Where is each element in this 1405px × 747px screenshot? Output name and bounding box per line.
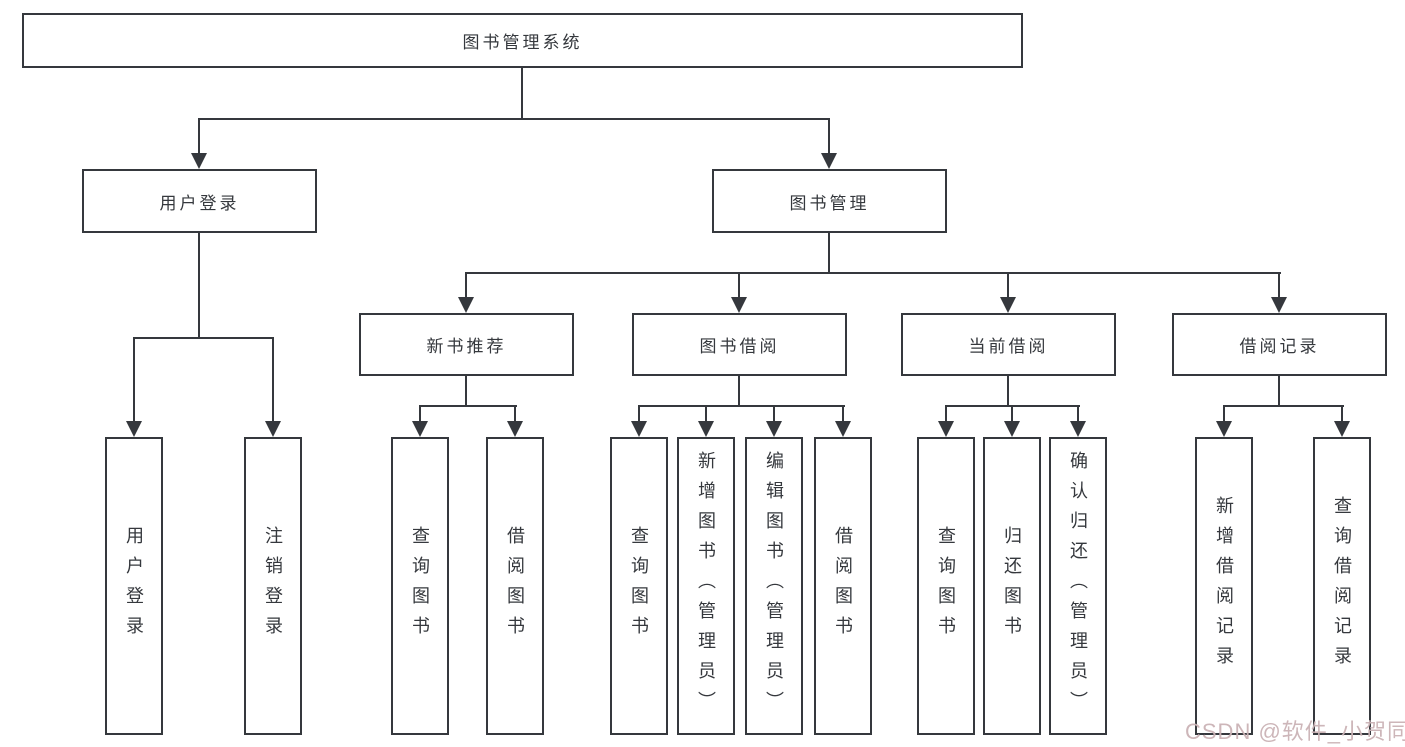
connector-group-stem (1278, 376, 1280, 407)
arrow-down-icon (412, 421, 428, 437)
connector-drop (1011, 405, 1013, 424)
leaf-current-return: 归还图书 (983, 437, 1041, 735)
node-borrow-records-label: 借阅记录 (1239, 337, 1320, 356)
connector-drop (1223, 405, 1225, 424)
connector-drop (198, 118, 200, 156)
connector-drop (705, 405, 707, 424)
leaf-user-login: 用户登录 (105, 437, 163, 735)
leaf-borrow-add-admin-label: 新增图书（管理员） (696, 451, 716, 721)
arrow-down-icon (458, 297, 474, 313)
node-new-book-recommend-label: 新书推荐 (426, 337, 507, 356)
leaf-newbook-borrow-label: 借阅图书 (505, 526, 525, 646)
leaf-borrow-query-label: 查询图书 (629, 526, 649, 646)
connector-drop (465, 272, 467, 300)
leaf-record-add: 新增借阅记录 (1195, 437, 1253, 735)
connector-group-bus (638, 405, 845, 407)
leaf-logout-label: 注销登录 (263, 526, 283, 646)
node-borrow-records: 借阅记录 (1172, 313, 1387, 376)
arrow-down-icon (265, 421, 281, 437)
leaf-record-query-label: 查询借阅记录 (1332, 496, 1352, 676)
arrow-down-icon (1334, 421, 1350, 437)
connector-group-stem (465, 376, 467, 407)
connector-drop (133, 337, 135, 424)
leaf-current-confirm-admin: 确认归还（管理员） (1049, 437, 1107, 735)
leaf-newbook-borrow: 借阅图书 (486, 437, 544, 735)
connector-l3-bus (465, 272, 1281, 274)
node-root: 图书管理系统 (22, 13, 1023, 68)
node-user-login: 用户登录 (82, 169, 317, 233)
connector-drop (272, 337, 274, 424)
node-current-borrow: 当前借阅 (901, 313, 1116, 376)
connector-root-stem (521, 66, 523, 120)
arrow-down-icon (126, 421, 142, 437)
arrow-down-icon (938, 421, 954, 437)
connector-drop (419, 405, 421, 424)
leaf-borrow-borrow: 借阅图书 (814, 437, 872, 735)
connector-group-stem (738, 376, 740, 407)
connector-drop (514, 405, 516, 424)
leaf-record-query: 查询借阅记录 (1313, 437, 1371, 735)
node-new-book-recommend: 新书推荐 (359, 313, 574, 376)
node-root-label: 图书管理系统 (462, 33, 583, 52)
arrow-down-icon (1070, 421, 1086, 437)
connector-drop (842, 405, 844, 424)
arrow-down-icon (731, 297, 747, 313)
node-book-borrow: 图书借阅 (632, 313, 847, 376)
connector-drop (638, 405, 640, 424)
leaf-newbook-query-label: 查询图书 (410, 526, 430, 646)
arrow-down-icon (191, 153, 207, 169)
arrow-down-icon (507, 421, 523, 437)
node-book-borrow-label: 图书借阅 (699, 337, 780, 356)
leaf-logout: 注销登录 (244, 437, 302, 735)
leaf-current-query-label: 查询图书 (936, 526, 956, 646)
connector-drop (1007, 272, 1009, 300)
connector-drop (738, 272, 740, 300)
leaf-borrow-query: 查询图书 (610, 437, 668, 735)
arrow-down-icon (1004, 421, 1020, 437)
leaf-record-add-label: 新增借阅记录 (1214, 496, 1234, 676)
node-user-login-label: 用户登录 (159, 193, 240, 213)
connector-group-bus (1223, 405, 1344, 407)
arrow-down-icon (821, 153, 837, 169)
leaf-current-return-label: 归还图书 (1002, 526, 1022, 646)
connector-l2-bus (198, 118, 830, 120)
arrow-down-icon (835, 421, 851, 437)
connector-drop (828, 118, 830, 156)
connector-drop (1077, 405, 1079, 424)
arrow-down-icon (1000, 297, 1016, 313)
arrow-down-icon (1271, 297, 1287, 313)
arrow-down-icon (766, 421, 782, 437)
arrow-down-icon (698, 421, 714, 437)
csdn-watermark: CSDN @软件_小贺同学 (1185, 719, 1405, 744)
connector-group-stem (1007, 376, 1009, 407)
connector-drop (945, 405, 947, 424)
node-current-borrow-label: 当前借阅 (968, 337, 1049, 356)
connector-bookmgmt-stem (828, 233, 830, 274)
leaf-current-confirm-admin-label: 确认归还（管理员） (1068, 451, 1088, 721)
leaf-borrow-borrow-label: 借阅图书 (833, 526, 853, 646)
connector-userlogin-bus (133, 337, 274, 339)
leaf-borrow-edit-admin: 编辑图书（管理员） (745, 437, 803, 735)
node-book-management-label: 图书管理 (789, 193, 870, 213)
connector-drop (1278, 272, 1280, 300)
connector-drop (773, 405, 775, 424)
leaf-newbook-query: 查询图书 (391, 437, 449, 735)
connector-group-bus (419, 405, 517, 407)
leaf-borrow-add-admin: 新增图书（管理员） (677, 437, 735, 735)
arrow-down-icon (1216, 421, 1232, 437)
node-book-management: 图书管理 (712, 169, 947, 233)
connector-userlogin-stem (198, 233, 200, 339)
connector-drop (1341, 405, 1343, 424)
arrow-down-icon (631, 421, 647, 437)
leaf-borrow-edit-admin-label: 编辑图书（管理员） (764, 451, 784, 721)
leaf-current-query: 查询图书 (917, 437, 975, 735)
leaf-user-login-label: 用户登录 (124, 526, 144, 646)
